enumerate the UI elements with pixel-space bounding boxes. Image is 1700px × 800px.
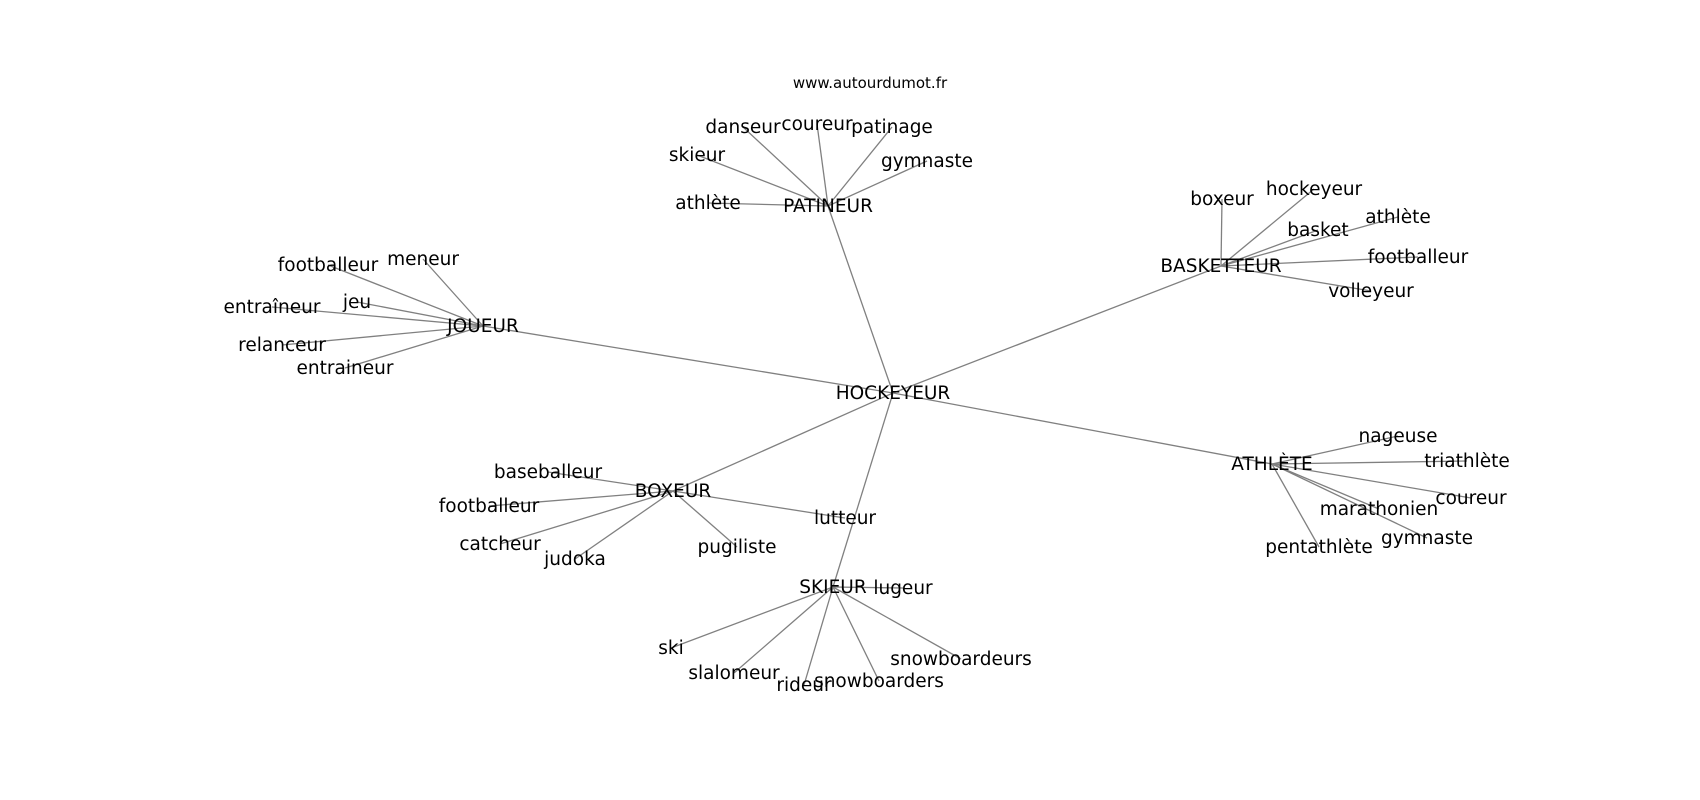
edge-hub-child	[1271, 463, 1320, 548]
leaf-node: triathlète	[1424, 451, 1509, 472]
leaf-node: jeu	[342, 292, 371, 313]
leaf-node: athlète	[675, 193, 740, 214]
edge-hub-child	[1271, 463, 1380, 510]
edge-hub-child	[1271, 435, 1399, 465]
edge-hub-child	[271, 306, 484, 327]
graph-edges	[271, 123, 1472, 686]
leaf-node: slalomeur	[688, 663, 780, 684]
leaf-node: lutteur	[814, 508, 876, 529]
leaf-node: gymnaste	[1381, 528, 1473, 549]
edge-hub-child	[827, 160, 928, 207]
leaf-node: coureur	[781, 114, 853, 135]
edge-hub-child	[733, 586, 834, 674]
leaf-node: gymnaste	[881, 151, 973, 172]
edge-hub-child	[832, 586, 962, 660]
edge-hub-child	[547, 471, 674, 492]
leaf-node: marathonien	[1320, 499, 1439, 520]
edge-hub-child	[696, 154, 829, 207]
leaf-node: footballeur	[1368, 247, 1469, 268]
leaf-node: coureur	[1435, 488, 1507, 509]
edge-center-hub	[827, 205, 894, 394]
edge-hub-child	[488, 490, 674, 507]
edge-center-hub	[672, 392, 894, 492]
edge-center-hub	[832, 392, 894, 588]
edge-hub-child	[574, 490, 674, 560]
leaf-node: ski	[658, 638, 684, 659]
edge-hub-child	[281, 325, 484, 346]
edge-hub-child	[832, 586, 904, 589]
edge-hub-child	[1220, 216, 1399, 267]
edge-center-hub	[482, 325, 894, 394]
edge-hub-child	[344, 325, 484, 369]
edge-hub-child	[816, 123, 829, 207]
leaf-node: danseur	[705, 117, 781, 138]
leaf-node: lugeur	[873, 578, 933, 599]
leaf-node: meneur	[387, 249, 459, 270]
edge-hub-child	[1271, 463, 1428, 539]
leaf-node: nageuse	[1359, 426, 1438, 447]
leaf-node: entraineur	[297, 358, 394, 379]
leaf-node: snowboardeurs	[890, 649, 1032, 670]
leaf-node: judoka	[543, 549, 606, 570]
edge-hub-child	[827, 126, 893, 207]
hub-node: BASKETTEUR	[1160, 256, 1281, 277]
leaf-node: relanceur	[238, 335, 326, 356]
hub-node: ATHLÈTE	[1231, 453, 1312, 475]
edge-hub-child	[1220, 256, 1419, 267]
edge-hub-child	[1220, 229, 1319, 267]
hub-node: JOUEUR	[446, 316, 519, 337]
hub-node: BOXEUR	[635, 481, 712, 502]
edge-hub-child	[803, 586, 834, 686]
leaf-node: rideur	[776, 675, 832, 696]
leaf-node: pentathlète	[1265, 537, 1373, 558]
leaf-node: boxeur	[1190, 189, 1254, 210]
leaf-node: entraîneur	[224, 297, 321, 318]
leaf-node: catcheur	[459, 534, 541, 555]
edge-hub-child	[1220, 265, 1372, 292]
hub-node: SKIEUR	[799, 577, 867, 598]
edge-hub-child	[422, 258, 484, 327]
hub-node: PATINEUR	[783, 196, 873, 217]
edge-hub-child	[672, 490, 846, 519]
leaf-node: hockeyeur	[1266, 179, 1363, 200]
edge-center-hub	[892, 265, 1222, 394]
leaf-node: patinage	[851, 117, 933, 138]
source-watermark: www.autourdumot.fr	[793, 74, 948, 92]
leaf-node: basket	[1287, 220, 1348, 241]
edge-hub-child	[1271, 460, 1468, 465]
edge-center-hub	[892, 392, 1273, 465]
leaf-node: footballeur	[278, 255, 379, 276]
edge-hub-child	[356, 301, 484, 327]
leaf-node: footballeur	[439, 496, 540, 517]
edge-hub-child	[1220, 188, 1315, 267]
edge-hub-child	[1271, 463, 1472, 499]
edge-hub-child	[499, 490, 674, 545]
graph-labels: www.autourdumot.fr HOCKEYEUR PATINEUR dan…	[224, 74, 1510, 696]
edge-hub-child	[1220, 198, 1223, 267]
edge-hub-child	[672, 490, 738, 548]
leaf-node: athlète	[1365, 207, 1430, 228]
center-node: HOCKEYEUR	[836, 383, 951, 404]
edge-hub-child	[832, 586, 880, 682]
leaf-node: skieur	[669, 145, 726, 166]
edge-hub-child	[670, 586, 834, 649]
edge-hub-child	[327, 264, 484, 327]
leaf-node: pugiliste	[698, 537, 777, 558]
leaf-node: snowboarders	[814, 671, 944, 692]
edge-hub-child	[707, 202, 829, 207]
leaf-node: volleyeur	[1328, 281, 1414, 302]
leaf-node: baseballeur	[494, 462, 603, 483]
edge-hub-child	[742, 126, 829, 207]
